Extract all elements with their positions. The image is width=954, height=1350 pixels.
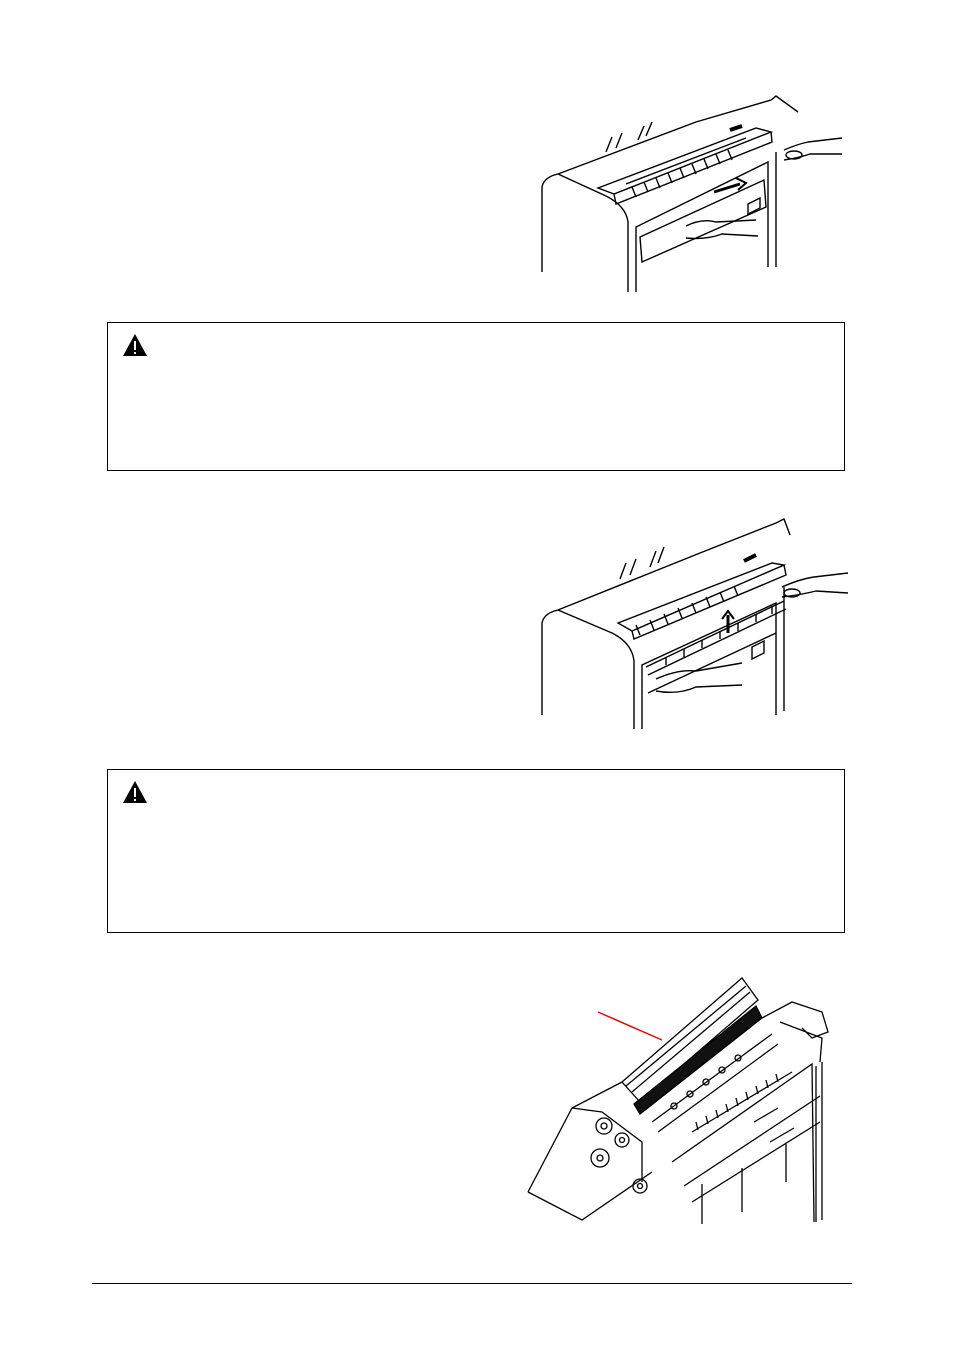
- warning-triangle-icon: [122, 780, 148, 804]
- callout-line: [597, 1011, 663, 1041]
- figure-open-printer-interior: [522, 972, 834, 1234]
- figure-unlock-top-cover: [536, 92, 848, 294]
- warning-box-2: [107, 769, 845, 933]
- printer-cover-hands-illustration: [541, 95, 843, 292]
- printer-interior-illustration: [527, 977, 829, 1224]
- figure-lift-top-cover: [536, 515, 850, 731]
- footer-divider: [92, 1283, 852, 1284]
- warning-triangle-icon: [122, 333, 148, 357]
- printer-cover-lift-illustration: [541, 518, 849, 729]
- warning-box-1: [107, 322, 845, 471]
